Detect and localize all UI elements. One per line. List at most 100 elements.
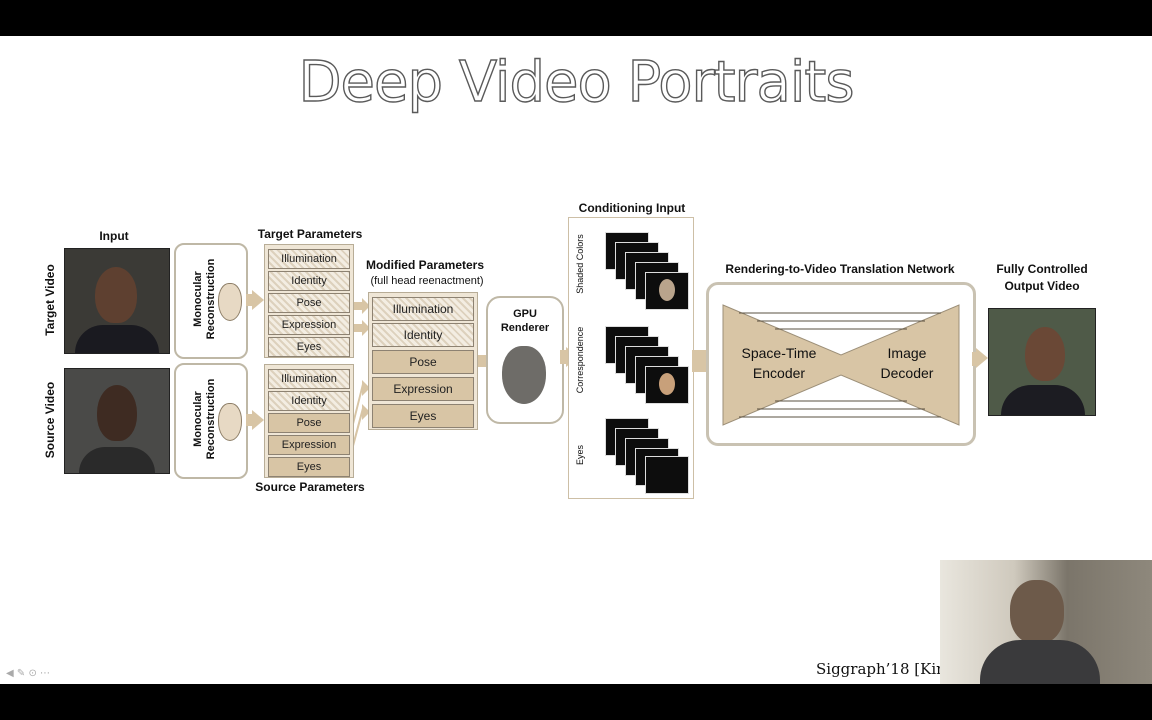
network-heading: Rendering-to-Video Translation Network [725,262,955,276]
slide-title: Deep Video Portraits [298,49,856,115]
input-heading: Input [99,229,129,243]
presenter-shirt [980,640,1100,684]
output-line2: Output Video [1004,279,1080,293]
monocular-label-target-2: Reconstruction [205,249,217,349]
slide: Deep Video Portraits Input Target Video … [0,36,1152,684]
cond-row-shaded-colors: Shaded Colors [575,234,585,294]
arrow-expression-icon [354,404,370,446]
zoom-icon[interactable]: ⊙ [28,668,37,679]
target-param-expression: Expression [268,315,350,335]
rendered-head-icon [502,346,546,404]
target-param-identity: Identity [268,271,350,291]
modified-parameters-heading: Modified Parameters [365,258,485,272]
monocular-label-source-2: Reconstruction [205,369,217,469]
frame [645,366,689,404]
slide-controls[interactable]: ◀ ✎ ⊙ ⋯ [6,668,50,679]
source-parameters-heading: Source Parameters [255,480,365,494]
face-model-icon [218,403,242,441]
monocular-label-line1: Monocular [192,271,204,327]
source-face [97,385,137,441]
gpu-renderer-line1: GPU [513,308,537,320]
arrow-body [692,350,706,372]
target-param-eyes: Eyes [268,337,350,357]
target-video-label-wrap: Target Video [36,248,64,354]
modified-param-identity: Identity [372,323,474,347]
correspondence-face-icon [659,373,675,395]
arrow-right-icon [976,348,988,368]
output-video-thumbnail [988,308,1096,416]
decoder-line1: Image [887,345,927,361]
monocular-label-line2: Reconstruction [205,258,217,340]
source-shirt [79,447,155,473]
modified-param-pose: Pose [372,350,474,374]
presenter-head [1010,580,1064,644]
target-param-illumination: Illumination [268,249,350,269]
translation-network-box: Space-Time Encoder Image Decoder [706,282,976,446]
source-param-expression: Expression [268,435,350,455]
arrow-identity-icon [354,320,370,336]
encoder-line2: Encoder [752,365,806,381]
more-icon[interactable]: ⋯ [40,668,51,679]
gpu-renderer-line2: Renderer [500,322,550,334]
face-model-icon [218,283,242,321]
target-parameters-group: Illumination Identity Pose Expression Ey… [264,244,354,358]
cond-row-eyes: Eyes [575,445,585,466]
target-video-thumbnail [64,248,170,354]
cond-row-correspondence: Correspondence [575,326,585,394]
monocular-label-source: Monocular [192,369,204,469]
encoder-decoder-shape [722,304,960,426]
conditioning-input-box: Shaded Colors Correspondence Eyes [568,217,694,499]
source-param-identity: Identity [268,391,350,411]
source-param-illumination: Illumination [268,369,350,389]
arrow-right-icon [252,290,264,310]
hourglass-shape [722,304,960,426]
presenter-webcam [940,560,1152,684]
cond-row-label-wrap: Eyes [569,418,591,494]
monocular-label-line1: Monocular [192,391,204,447]
shaded-face-icon [659,279,675,301]
source-parameters-group: Illumination Identity Pose Expression Ey… [264,364,354,478]
encoder-line1: Space-Time [741,345,817,361]
arrow-body [246,294,252,306]
gpu-renderer-box: GPU Renderer [486,296,564,424]
cond-row-label-wrap: Shaded Colors [569,222,591,308]
source-video-thumbnail [64,368,170,474]
pen-icon[interactable]: ✎ [16,668,26,679]
citation-text: Siggraph’18 [Kim [816,660,951,678]
target-video-label: Target Video [43,264,57,336]
source-param-eyes: Eyes [268,457,350,477]
monocular-label-target: Monocular [192,249,204,349]
arrow-pose-icon [354,380,370,424]
frame [645,272,689,310]
target-suit [75,325,159,353]
frame [645,456,689,494]
arrow-body [246,414,252,426]
monocular-label-line2: Reconstruction [205,378,217,460]
cond-row-label-wrap: Correspondence [569,316,591,406]
arrow-body [972,352,978,366]
arrow-body [560,350,568,364]
modified-parameters-group: Illumination Identity Pose Expression Ey… [368,292,478,430]
modified-parameters-subheading: (full head reenactment) [370,275,484,287]
monocular-reconstruction-box-target: Monocular Reconstruction [174,243,248,359]
target-parameters-heading: Target Parameters [257,227,363,241]
arrow-illumination-icon [354,298,370,314]
modified-param-illumination: Illumination [372,297,474,321]
target-param-pose: Pose [268,293,350,313]
output-line1: Fully Controlled [996,262,1088,276]
source-video-label: Source Video [43,381,57,459]
output-face [1025,327,1065,381]
prev-slide-icon[interactable]: ◀ [6,668,14,679]
arrow-body [478,355,486,367]
parameter-merge-arrows [354,298,370,446]
target-face [95,267,137,323]
decoder-line2: Decoder [880,365,934,381]
modified-param-eyes: Eyes [372,404,474,428]
arrow-right-icon [252,410,264,430]
source-video-label-wrap: Source Video [36,368,64,474]
modified-param-expression: Expression [372,377,474,401]
monocular-reconstruction-box-source: Monocular Reconstruction [174,363,248,479]
source-param-pose: Pose [268,413,350,433]
output-suit [1001,385,1085,415]
conditioning-input-heading: Conditioning Input [578,201,686,215]
